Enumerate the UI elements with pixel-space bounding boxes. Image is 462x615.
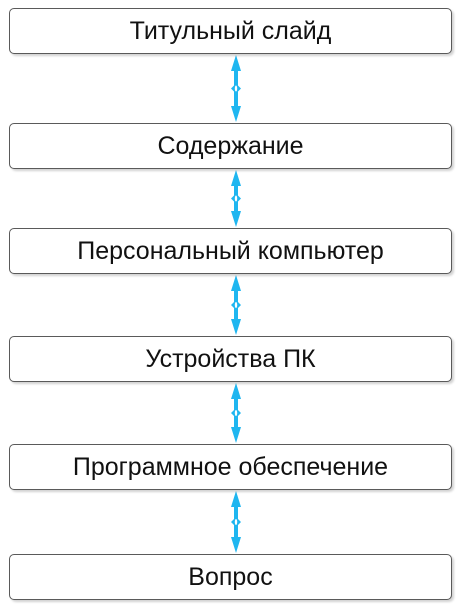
node-label: Содержание: [157, 131, 304, 160]
arrow-mid-notch: [234, 410, 238, 416]
arrow-mid-notch: [234, 302, 238, 308]
arrow-shape: [231, 55, 241, 122]
bidirectional-arrow: [231, 170, 241, 227]
arrow-shape: [231, 170, 241, 227]
arrow-shape: [231, 383, 241, 443]
arrow-shape: [231, 491, 241, 553]
bidirectional-arrow: [231, 275, 241, 335]
node-question: Вопрос: [9, 554, 452, 600]
node-label: Устройства ПК: [145, 344, 316, 373]
node-label: Персональный компьютер: [77, 236, 384, 265]
arrow-shape: [231, 275, 241, 335]
node-pc-devices: Устройства ПК: [9, 336, 452, 382]
bidirectional-arrow: [231, 491, 241, 553]
bidirectional-arrow: [231, 55, 241, 122]
arrow-mid-notch: [234, 519, 238, 525]
node-label: Вопрос: [188, 562, 273, 591]
node-contents: Содержание: [9, 123, 452, 169]
node-title-slide: Титульный слайд: [9, 8, 452, 54]
bidirectional-arrow: [231, 383, 241, 443]
node-personal-computer: Персональный компьютер: [9, 228, 452, 274]
node-software: Программное обеспечение: [9, 444, 452, 490]
node-label: Титульный слайд: [129, 16, 332, 45]
arrow-mid-notch: [234, 195, 238, 202]
node-label: Программное обеспечение: [72, 452, 389, 481]
arrow-mid-notch: [234, 85, 238, 92]
